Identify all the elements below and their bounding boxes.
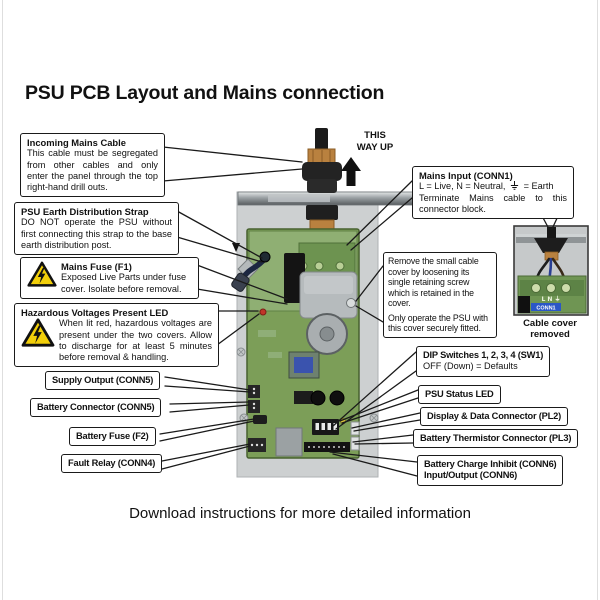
- callout-body: When lit red, hazardous voltages are pre…: [59, 318, 212, 363]
- callout-hazardous-led: Hazardous Voltages Present LED When lit …: [14, 303, 219, 368]
- cable-cover-caption: Cable cover removed: [523, 318, 577, 341]
- this-way-up-label: THIS WAY UP: [356, 130, 394, 153]
- callout-fault-relay: Fault Relay (CONN4): [61, 454, 163, 474]
- conn1-label: [531, 303, 561, 311]
- callout-battery-connector: Battery Connector (CONN5): [30, 398, 162, 418]
- page-title: PSU PCB Layout and Mains connection: [25, 82, 385, 104]
- capacitor: [329, 390, 345, 406]
- callout-earth-strap: PSU Earth Distribution Strap DO NOT oper…: [14, 202, 179, 256]
- callout-title: PSU Earth Distribution Strap: [21, 206, 149, 217]
- hazard-triangle-icon: [27, 261, 57, 287]
- callout-body: Exposed Live Parts under fuse cover. Iso…: [61, 272, 187, 294]
- callout-body: Remove the small cable cover by loosenin…: [388, 256, 479, 309]
- earth-strap: [231, 243, 271, 292]
- callout-mains-input: Mains Input (CONN1) L = Live, N = Neutra…: [412, 166, 574, 220]
- callout-body: This cable must be segregated from other…: [27, 148, 158, 193]
- callout-title: Mains Fuse (F1): [61, 261, 132, 272]
- callout-body: Terminate Mains cable to this connector …: [419, 192, 567, 214]
- footer-note: Download instructions for more detailed …: [129, 505, 471, 522]
- earth-symbol-icon: [510, 181, 519, 191]
- callout-mains-fuse: Mains Fuse (F1) Exposed Live Parts under…: [20, 257, 199, 299]
- mcu-chip: [294, 357, 313, 373]
- panel-screws: [236, 347, 379, 423]
- callout-cable-cover: Remove the small cable cover by loosenin…: [383, 252, 497, 338]
- leader-lines: [159, 146, 560, 477]
- callout-title: Incoming Mains Cable: [27, 137, 126, 148]
- hazard-led: [259, 308, 267, 316]
- page-right-border: [597, 0, 598, 600]
- callout-earth-line: L = Live, N = Neutral, = Earth: [419, 181, 554, 192]
- capacitor: [310, 390, 326, 406]
- battery-conn5: [248, 400, 260, 413]
- callout-battery-thermistor: Battery Thermistor Connector (PL3): [413, 429, 579, 449]
- terminal-labels: L N ⏚: [541, 296, 560, 303]
- callout-display-data: Display & Data Connector (PL2): [420, 407, 568, 427]
- callout-dip-switches: DIP Switches 1, 2, 3, 4 (SW1) OFF (Down)…: [416, 346, 551, 377]
- cable-cover-removed-image: L N ⏚ CONN1: [513, 225, 589, 316]
- callout-incoming-mains: Incoming Mains Cable This cable must be …: [20, 133, 165, 198]
- battery-fuse-f2: [253, 415, 267, 424]
- callout-battery-fuse: Battery Fuse (F2): [69, 427, 156, 447]
- din-rail: [237, 191, 416, 206]
- hazard-triangle-icon: [21, 318, 55, 348]
- svg-text:CONN1: CONN1: [536, 306, 555, 312]
- heatsink: [275, 427, 303, 457]
- callout-body: Only operate the PSU with this cover sec…: [388, 312, 488, 334]
- callout-psu-status-led: PSU Status LED: [418, 385, 501, 405]
- callout-title: Mains Input (CONN1): [419, 170, 513, 181]
- callout-title: Hazardous Voltages Present LED: [21, 307, 169, 318]
- page-left-border: [2, 0, 3, 600]
- pl2-connector: [350, 421, 360, 436]
- callout-body: DO NOT operate the PSU without first con…: [21, 217, 172, 250]
- psu-pcb: [246, 228, 360, 459]
- callout-battery-charge-inhibit: Battery Charge Inhibit (CONN6) Input/Out…: [417, 455, 564, 486]
- up-arrow-icon: [341, 157, 361, 186]
- supply-output-conn5: [248, 385, 260, 398]
- cover-retaining-screw: [346, 298, 356, 308]
- callout-supply-output: Supply Output (CONN5): [45, 371, 161, 391]
- conn6-strip: [304, 442, 350, 452]
